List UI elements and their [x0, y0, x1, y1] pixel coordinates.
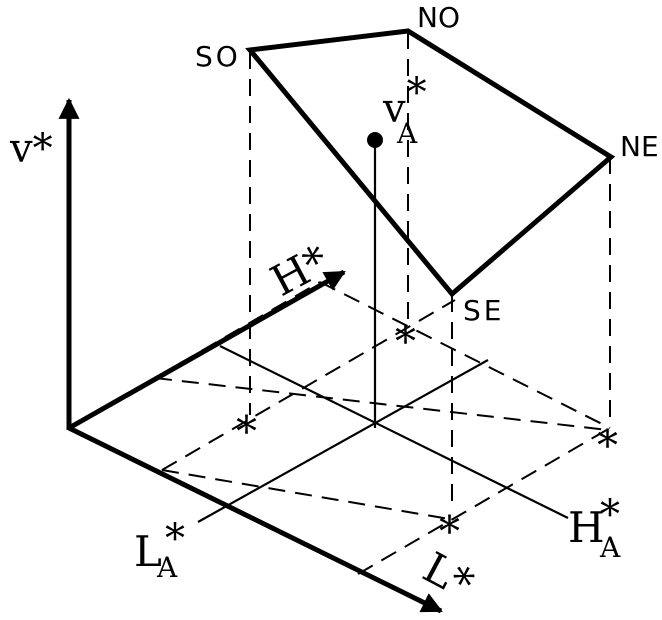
- projection-mark-no: *: [395, 317, 416, 366]
- h-axis-arrow: [67, 269, 346, 431]
- quadrilateral: [245, 28, 616, 298]
- l-a-line: [197, 359, 489, 523]
- corner-label-so: SO: [195, 40, 241, 73]
- l-axis-arrow: [67, 425, 443, 614]
- axes: [58, 97, 443, 614]
- grid-line-back-right: [319, 281, 611, 429]
- grid-line-mid-left: [161, 299, 456, 471]
- projection-mark-ne: *: [597, 421, 618, 470]
- h-a-label: H*A: [568, 492, 621, 564]
- h-axis-label: H*: [263, 236, 337, 306]
- v-axis-label: v*: [9, 126, 53, 172]
- point-va-label: v*A: [382, 70, 427, 150]
- projection-mark-se: *: [439, 507, 460, 556]
- corner-label-ne: NE: [620, 130, 659, 163]
- grid-line-mid-right: [154, 377, 609, 431]
- projection-mark-so: *: [236, 407, 257, 456]
- corner-label-no: NO: [417, 1, 460, 34]
- reference-lines: [197, 142, 569, 523]
- grid-line-front-right: [161, 469, 456, 521]
- drop-lines: [249, 32, 611, 510]
- corner-label-se: SE: [463, 294, 504, 327]
- point-va-dot: [367, 132, 383, 148]
- grid-line-front-left: [357, 427, 611, 575]
- ground-grid: [154, 281, 611, 575]
- h-a-line: [219, 345, 569, 519]
- l-a-label: L*A: [134, 516, 185, 584]
